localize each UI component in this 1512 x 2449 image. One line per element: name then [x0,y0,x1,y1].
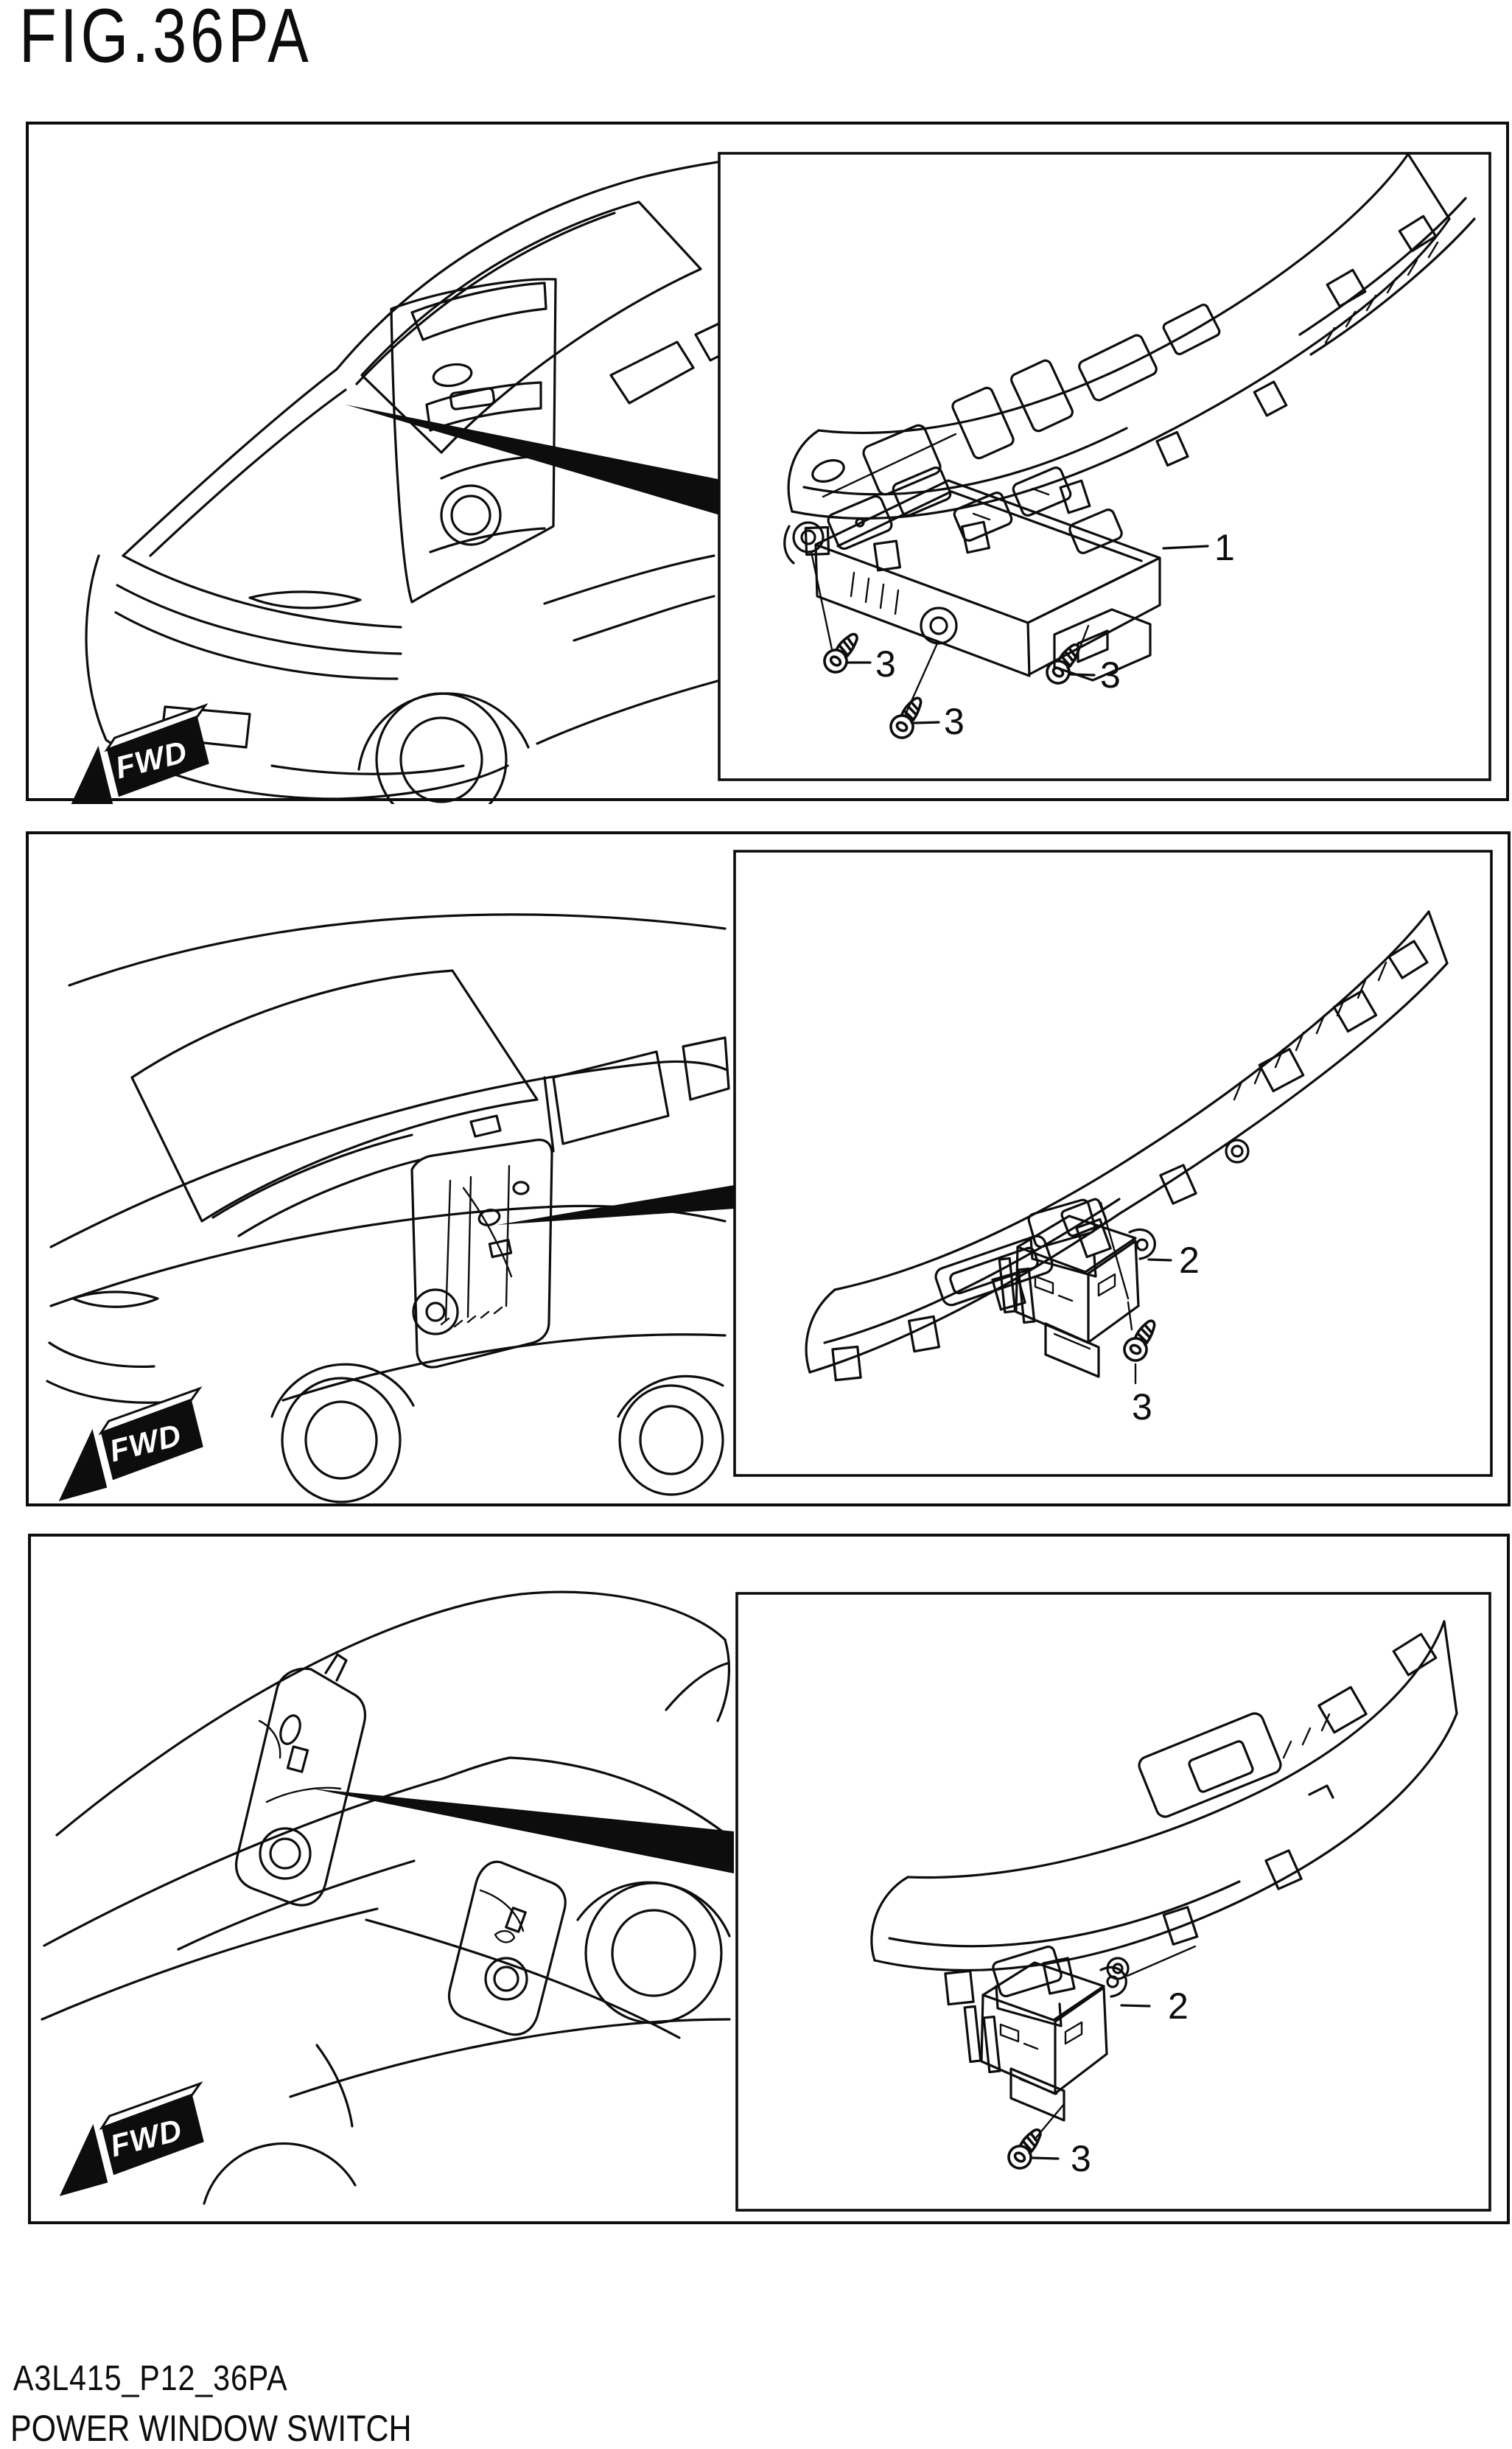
panel-1-illustration: 1 3 3 3 FWD [64,152,1491,804]
leader-wedge [497,1185,735,1225]
callout-screw-middle: 3 [913,701,965,742]
callout-screw-left: 3 [847,643,896,685]
panel-passenger-door-switch: 2 3 FWD [26,831,1511,1506]
callout-label-2: 2 [1179,1240,1200,1281]
master-power-window-switch [783,467,1161,682]
panel-3-illustration: 2 3 FWD [41,1590,1491,2212]
power-window-sub-switch [998,1198,1156,1378]
callout-label-3: 3 [1071,2138,1091,2179]
callout-label-3: 3 [1100,654,1121,696]
callout-label-3: 3 [1132,1386,1152,1428]
fwd-arrow: FWD [59,2081,204,2196]
detail-inset-box [735,1592,1491,2212]
callout-part-1: 1 [1162,527,1235,568]
detail-inset-box [733,850,1493,1477]
callout-part-2: 2 [1120,1985,1189,2027]
alignment-lines [1099,1201,1137,1385]
callout-screw: 3 [1032,2138,1091,2179]
fwd-arrow: FWD [64,703,209,804]
panel-front-door-master-switch: 1 3 3 3 FWD [26,122,1509,804]
rear-door-trim-panel [870,1620,1458,2006]
power-window-sub-switch [963,1945,1127,2122]
part-title: POWER WINDOW SWITCH [10,2408,412,2449]
door-trim-bezel [787,153,1476,572]
callout-label-3: 3 [944,701,965,742]
leader-wedge [346,405,732,519]
car-side-view [46,913,730,1503]
panel-2-illustration: 2 3 FWD [46,850,1493,1503]
panel-rear-door-switch: 2 3 FWD [28,1534,1510,2224]
leader-wedge [312,1789,734,1873]
car-front-three-quarter [85,153,1063,804]
drawing-code: A3L415_P12_36PA [13,2359,288,2398]
callout-label-1: 1 [1214,527,1235,568]
callout-screw-right: 3 [1069,654,1121,696]
figure-title: FIG.36PA [19,0,312,79]
callout-part-2: 2 [1147,1240,1200,1281]
car-top-three-quarter [41,1590,731,2205]
fwd-arrow: FWD [58,1386,203,1501]
callout-label-2: 2 [1168,1985,1189,2027]
door-trim-panel [805,910,1449,1382]
callout-label-3: 3 [875,643,896,685]
callout-screw: 3 [1132,1386,1152,1428]
